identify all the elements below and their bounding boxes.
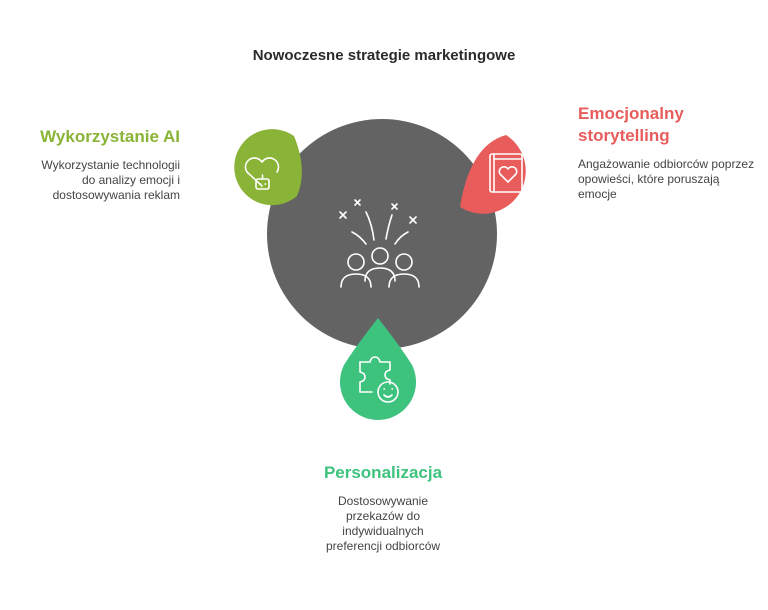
ai-block: Wykorzystanie AI Wykorzystanie technolog… [5, 126, 180, 203]
storytelling-description: Angażowanie odbiorców poprzez opowieści,… [578, 157, 755, 201]
ai-heading: Wykorzystanie AI [40, 127, 180, 146]
heart-robot-icon [244, 157, 280, 190]
personalization-heading: Personalizacja [323, 463, 443, 482]
ai-description: Wykorzystanie technologii do analizy emo… [41, 158, 180, 202]
puzzle-face-icon [359, 356, 399, 403]
storytelling-block: Emocjonalny storytelling Angażowanie odb… [578, 103, 758, 202]
personalization-description: Dostosowywanie przekazów do indywidualny… [325, 494, 441, 553]
storytelling-heading-line1: Emocjonalny [578, 104, 684, 123]
center-circle [267, 119, 497, 349]
crowd-celebration-icon [339, 199, 420, 288]
ai-bubble [234, 129, 302, 206]
heart-book-icon [489, 153, 523, 193]
personalization-block: Personalizacja Dostosowywanie przekazów … [283, 462, 483, 554]
diagram-title: Nowoczesne strategie marketingowe [252, 47, 516, 64]
storytelling-heading-line2: storytelling [578, 126, 670, 145]
